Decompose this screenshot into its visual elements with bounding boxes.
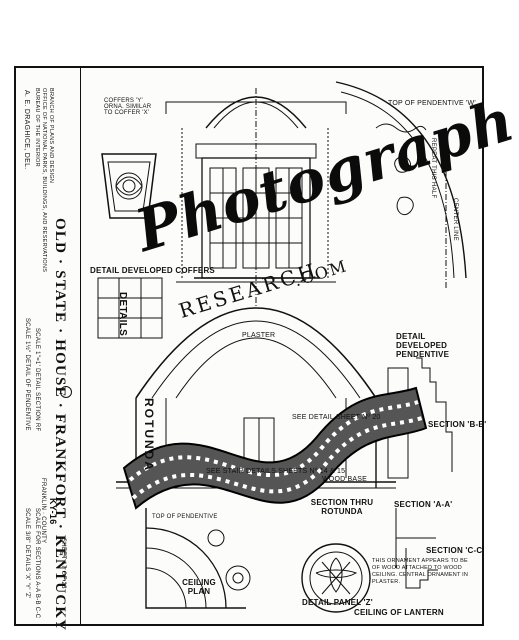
detail-panel-z-label: DETAIL PANEL 'Z' bbox=[302, 598, 373, 607]
drawing-sheet: A. E. DRAGHICE, DEL. BUREAU OF THE INTER… bbox=[14, 66, 487, 631]
see-detail-sheet-label: SEE DETAIL SHEET Nº 20 bbox=[292, 414, 381, 421]
center-line-label: CENTER LINE bbox=[452, 198, 458, 241]
rotunda-label: ROTUNDA bbox=[142, 398, 156, 472]
detail-developed-pendentive: DETAIL DEVELOPED PENDENTIVE bbox=[396, 332, 450, 359]
architectural-drawing bbox=[97, 81, 467, 613]
see-stair-details-label: SEE STAIR DETAILS SHEETS Nº 14 & 15 bbox=[206, 468, 346, 475]
ceiling-plan-label: CEILING PLAN bbox=[182, 578, 216, 596]
ornament-note: THIS ORNAMENT APPEARS TO BE OF WOOD ATTA… bbox=[372, 558, 469, 585]
section-cc-label: SECTION 'C-C' bbox=[426, 546, 485, 555]
coffer-note: COFFERS 'Y' ORNA. SIMILAR TO COFFER 'X' bbox=[104, 98, 152, 116]
wood-base-label: WOOD BASE bbox=[322, 476, 367, 483]
repeat-this-half: REPEAT THIS HALF bbox=[430, 138, 436, 199]
detail-developed-coffers: DETAIL DEVELOPED COFFERS bbox=[90, 266, 215, 275]
top-of-pendentive-label: TOP OF PENDENTIVE 'W' bbox=[388, 100, 476, 107]
section-bb-label: SECTION 'B-B' bbox=[428, 420, 487, 429]
filmstrip-watermark bbox=[122, 386, 428, 510]
top-of-pendentive-plan-label: TOP OF PENDENTIVE bbox=[152, 514, 218, 520]
title-strip: A. E. DRAGHICE, DEL. BUREAU OF THE INTER… bbox=[16, 68, 81, 631]
plaster-label: PLASTER bbox=[242, 332, 276, 339]
section-rotunda-title: SECTION THRU ROTUNDA bbox=[310, 498, 374, 516]
details-label: DETAILS bbox=[117, 292, 128, 337]
ceiling-of-lantern-label: CEILING OF LANTERN bbox=[354, 608, 444, 617]
section-aa-label: SECTION 'A-A' bbox=[394, 500, 453, 509]
seal-mark bbox=[60, 386, 72, 398]
